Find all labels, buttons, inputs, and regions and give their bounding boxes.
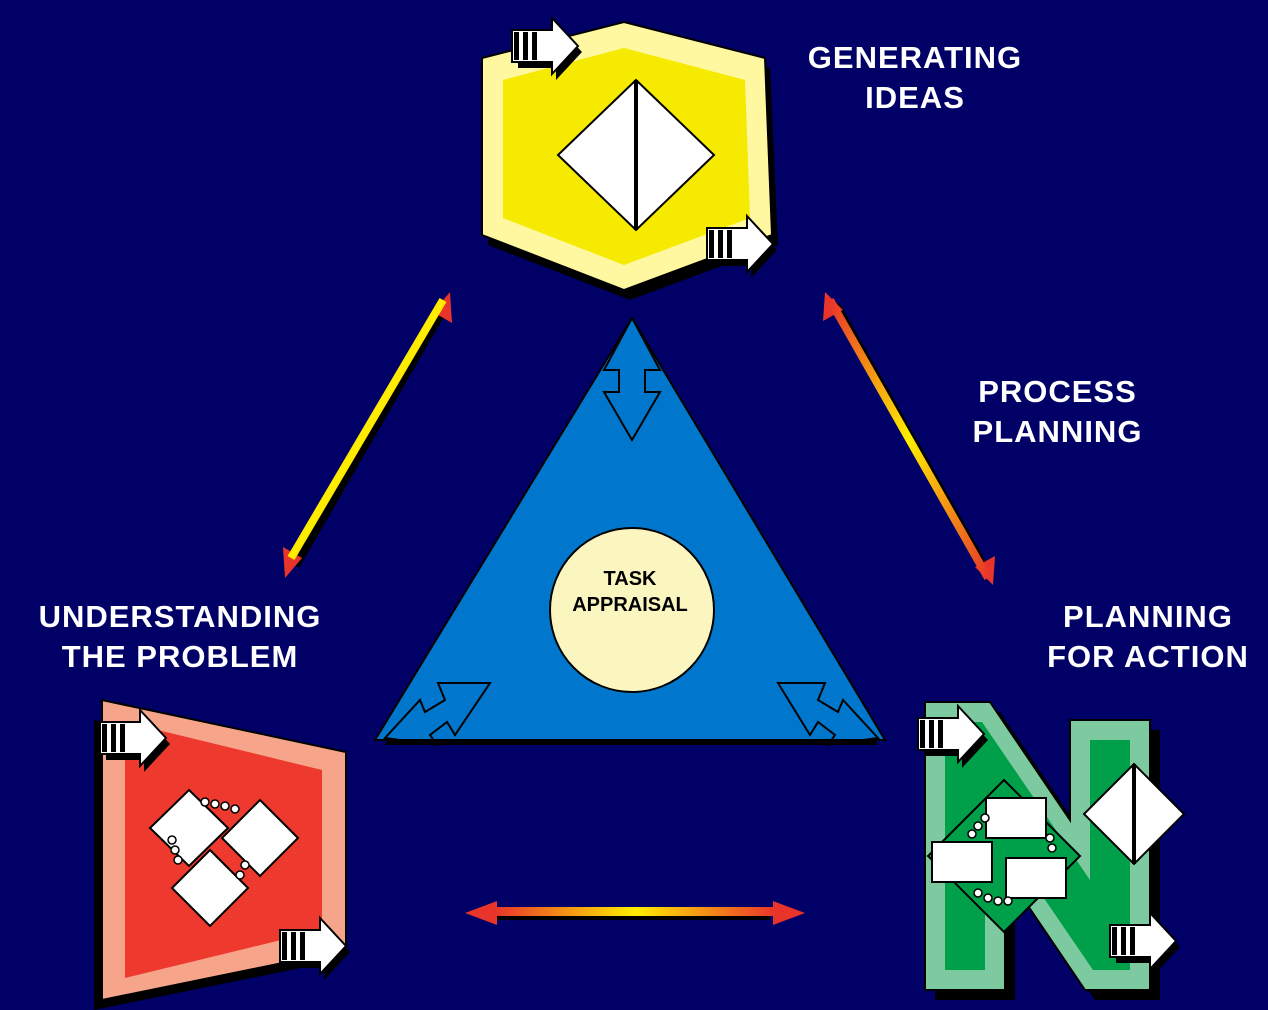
understanding-problem-line-1: UNDERSTANDING xyxy=(38,599,322,634)
understanding-problem-label: UNDERSTANDING THE PROBLEM xyxy=(10,597,350,677)
generating-ideas-line-2: IDEAS xyxy=(865,80,965,115)
planning-action-n-icon xyxy=(917,701,1186,1000)
double-arrow-bottom xyxy=(465,901,805,925)
planning-action-label: PLANNING FOR ACTION xyxy=(1028,597,1268,677)
task-appraisal-circle xyxy=(549,527,715,693)
task-appraisal-line-1: TASK xyxy=(603,568,657,590)
process-planning-line-1: PROCESS xyxy=(978,374,1137,409)
generating-ideas-line-1: GENERATING xyxy=(807,40,1023,75)
planning-action-line-1: PLANNING xyxy=(1063,599,1233,634)
understanding-problem-line-2: THE PROBLEM xyxy=(61,639,299,674)
process-planning-label: PROCESS PLANNING xyxy=(945,372,1170,452)
process-planning-line-2: PLANNING xyxy=(972,414,1143,449)
planning-action-line-2: FOR ACTION xyxy=(1047,639,1249,674)
task-appraisal-label: TASK APPRAISAL xyxy=(545,566,715,618)
generating-ideas-hexagon-icon xyxy=(481,17,778,300)
understanding-problem-trapezoid-icon xyxy=(94,698,351,1010)
double-arrow-left xyxy=(283,292,452,578)
generating-ideas-label: GENERATING IDEAS xyxy=(780,38,1050,118)
double-arrow-right xyxy=(823,292,995,585)
task-appraisal-line-2: APPRAISAL xyxy=(572,594,688,616)
